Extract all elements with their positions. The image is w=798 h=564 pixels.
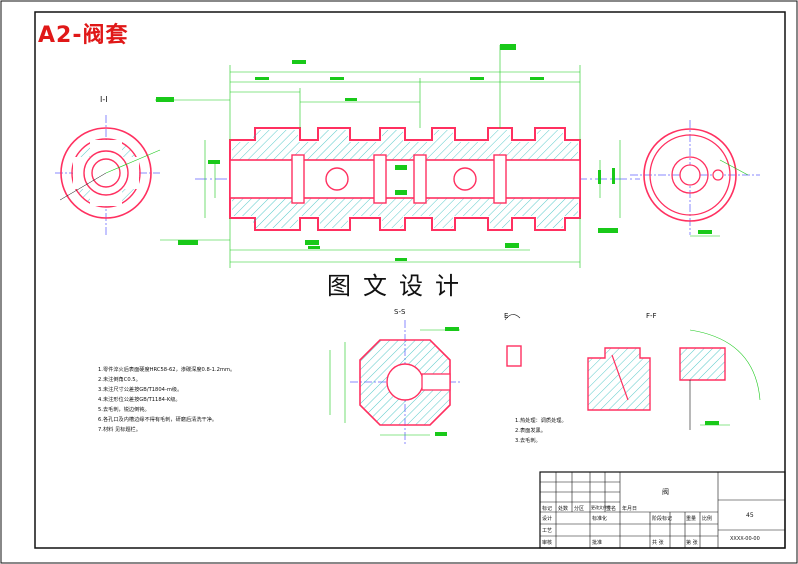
tech-note: 4.未注形位公差按GB/T1184-K级。 xyxy=(98,397,181,403)
section-ss-view xyxy=(329,320,460,445)
tb-label-process: 工艺 xyxy=(542,528,553,534)
tb-label-sheets-total: 共 张 xyxy=(652,540,664,546)
port-groove-3 xyxy=(413,154,427,204)
tb-label-std: 标准化 xyxy=(592,516,608,522)
tb-label-scale: 比例 xyxy=(702,516,713,522)
tb-label-zone: 分区 xyxy=(574,506,585,512)
port-groove-4 xyxy=(493,154,507,204)
tb-drawing-no: XXXX-00-00 xyxy=(730,536,760,542)
main-section-view xyxy=(155,44,640,268)
dimension-value-marks xyxy=(156,44,618,261)
cross-hole-1 xyxy=(325,167,349,191)
view-label-e: E xyxy=(504,312,509,320)
right-note: 2.表面发黑。 xyxy=(515,428,546,434)
view-label-left: I-I xyxy=(100,95,108,104)
tech-note: 7.材料 见标题栏。 xyxy=(98,427,141,433)
tb-label-approve: 批准 xyxy=(592,540,603,546)
inner-frame xyxy=(34,11,786,549)
left-end-view xyxy=(55,115,161,235)
lower-hatch xyxy=(232,198,578,228)
tb-label-sheet-no: 第 张 xyxy=(686,540,698,546)
port-groove-2 xyxy=(373,154,387,204)
tb-label-sign: 签名 xyxy=(606,506,617,512)
title-block xyxy=(539,471,786,549)
tb-label-design: 设计 xyxy=(542,516,553,522)
drawing-title: A2-阀套 xyxy=(38,23,129,48)
tb-part-name: 阀 xyxy=(662,488,669,496)
tb-label-review: 审核 xyxy=(542,540,553,546)
tb-label-mark: 标记 xyxy=(542,506,553,512)
right-note: 1.热处理：调质处理。 xyxy=(515,418,567,424)
tb-label-docno: 更改文件号 xyxy=(591,505,611,510)
right-note: 3.去毛刺。 xyxy=(515,438,541,444)
view-label-ff: F-F xyxy=(646,312,657,320)
section-ff-view xyxy=(587,329,761,430)
port-groove-1 xyxy=(291,154,305,204)
tech-note: 2.未注倒角C0.5。 xyxy=(98,377,141,383)
tb-label-count: 处数 xyxy=(558,506,569,512)
tech-note: 6.各孔口及内槽边缘不得有毛刺，研磨后清洗干净。 xyxy=(98,417,218,423)
technical-notes: 1.零件淬火后表面硬度HRC58-62，渗碳深度0.8-1.2mm。 2.未注倒… xyxy=(98,365,313,435)
detail-e-view xyxy=(504,314,522,367)
tech-note: 3.未注尺寸公差按GB/T1804-m级。 xyxy=(98,387,183,393)
tb-label-stage: 阶段标记 xyxy=(652,516,673,522)
tech-note: 5.去毛刺，锐边倒钝。 xyxy=(98,407,150,413)
upper-hatch xyxy=(232,130,578,160)
cross-hole-2 xyxy=(453,167,477,191)
watermark: 图文设计 xyxy=(327,272,471,300)
view-label-ss: S-S xyxy=(394,308,406,316)
tech-note: 1.零件淬火后表面硬度HRC58-62，渗碳深度0.8-1.2mm。 xyxy=(98,367,236,373)
tb-label-weight: 重量 xyxy=(686,516,697,522)
tb-label-date: 年月日 xyxy=(622,506,638,512)
right-end-view xyxy=(630,120,760,237)
tb-material: 45 xyxy=(746,512,754,519)
right-notes: 1.热处理：调质处理。 2.表面发黑。 3.去毛刺。 xyxy=(515,416,567,446)
